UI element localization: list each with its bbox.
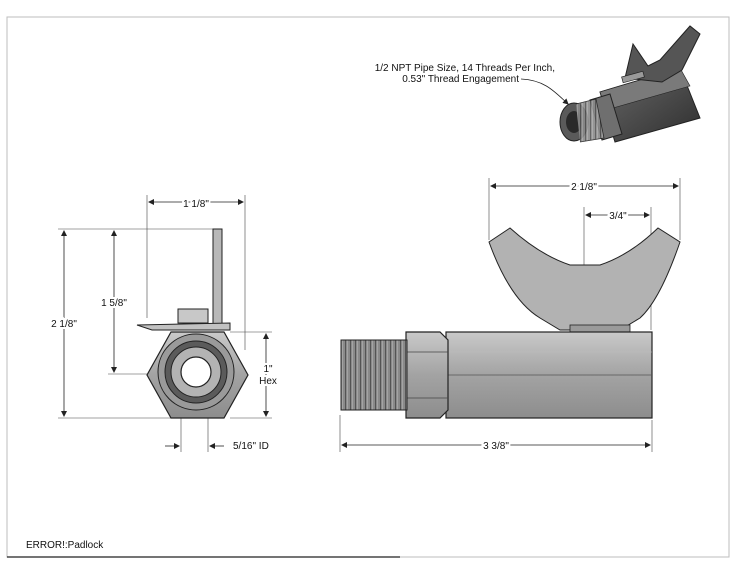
callout-line-2: 0.53" Thread Engagement [402,74,519,85]
side-nut [405,331,449,419]
iso-threads [575,98,605,143]
end-bolt-head [177,308,209,324]
end-overall-height-label: 2 1/8" [51,319,77,330]
side-handle-width-label: 2 1/8" [571,182,597,193]
end-hex-label-1: 1" [263,364,273,375]
end-height-label: 1 5/8" [101,298,127,309]
iso-padlock-tab [621,70,645,84]
footer-text: ERROR!:Padlock [26,540,104,551]
end-bore [180,356,212,388]
side-offset-label: 3/4" [609,211,627,222]
callout-leader [520,78,569,105]
side-threads [340,339,408,411]
iso-view: 1/2 NPT Pipe Size, 14 Threads Per Inch, … [375,25,701,143]
end-width-label: 1 1/8" [183,199,209,210]
end-view: 1 1/8" 2 1/8" 1 5/8" 1" Hex 5/16" ID [49,195,279,452]
side-wing-handle [488,227,681,331]
end-hex-label-2: Hex [259,376,277,387]
side-view: 2 1/8" 3/4" 3 3/8" [339,178,681,454]
end-padlock-plate [212,228,223,330]
end-wing-plate [136,322,231,331]
callout-line-1: 1/2 NPT Pipe Size, 14 Threads Per Inch, [375,63,555,74]
end-id-label: 5/16" ID [233,441,269,452]
side-length-label: 3 3/8" [483,441,509,452]
iso-wing-handle [624,25,701,83]
